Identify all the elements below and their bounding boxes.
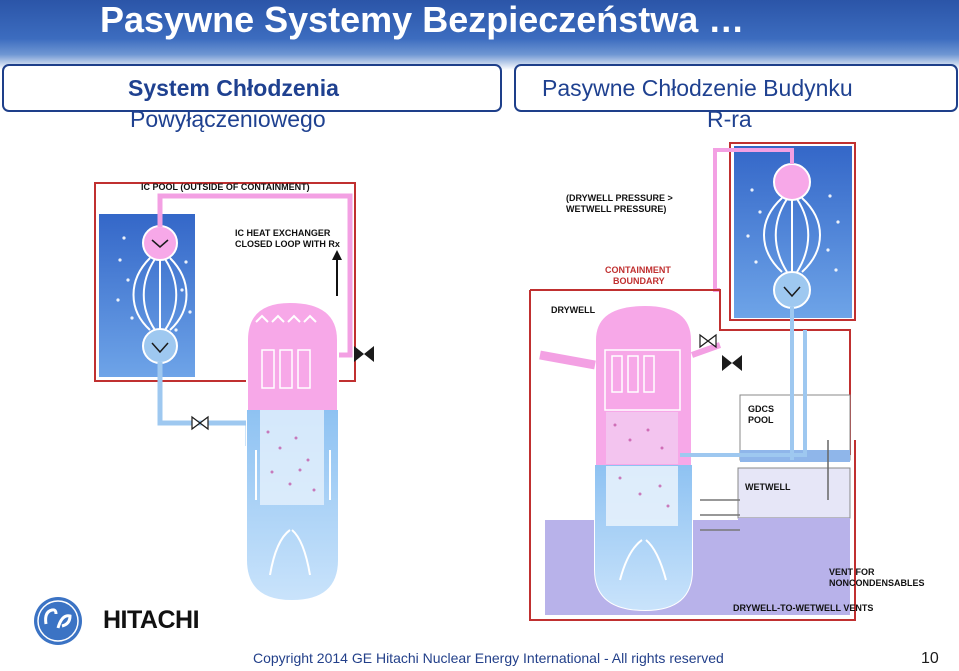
label-gdcs-1: GDCS (748, 404, 774, 414)
core-bubbles-left (266, 430, 316, 492)
drywell-wetwell-vent-pipes (700, 499, 740, 531)
label-vents: DRYWELL-TO-WETWELL VENTS (733, 603, 873, 613)
core-bubbles-right (613, 423, 670, 508)
tab-right-line2: R-ra (707, 106, 752, 132)
ge-logo-icon (34, 597, 82, 645)
label-drywell-pressure-2: WETWELL PRESSURE) (566, 204, 666, 214)
pool-bubbles-right (746, 188, 840, 272)
reactor-vessel-left (246, 300, 339, 602)
tab-left-line1: System Chłodzenia (128, 75, 339, 101)
flow-arrows-left (255, 450, 331, 576)
reactor-vessel-right (594, 303, 693, 612)
pool-bubbles-left (116, 236, 192, 332)
header-bar: Pasywne Systemy Bezpieczeństwa … (0, 0, 959, 70)
tab-shutdown-cooling[interactable] (2, 64, 502, 112)
valve-icon (354, 346, 374, 362)
ic-heat-exchanger-right (763, 163, 821, 309)
label-ic-hx-1: IC HEAT EXCHANGER (235, 228, 331, 238)
slide-title: Pasywne Systemy Bezpieczeństwa … (100, 0, 745, 40)
condensate-return-right (680, 307, 807, 460)
ic-steam-line-left (157, 193, 353, 358)
gdcs-pool (739, 394, 851, 462)
ic-heat-exchanger-left (132, 225, 188, 364)
containment-boundary (529, 289, 856, 621)
flow-arrows-right (619, 539, 667, 581)
label-wetwell: WETWELL (745, 482, 791, 492)
wetwell (545, 467, 851, 615)
label-ic-pool: IC POOL (OUTSIDE OF CONTAINMENT) (141, 182, 310, 192)
tab-passive-building-cooling[interactable] (514, 64, 958, 112)
label-containment-2: BOUNDARY (613, 276, 665, 286)
label-ic-hx-2: CLOSED LOOP WITH Rx (235, 239, 340, 249)
label-containment-1: CONTAINMENT (605, 265, 671, 275)
tab-left-line2: Powyłączeniowego (130, 106, 326, 132)
arrow-up-icon (332, 250, 342, 296)
copyright-text: Copyright 2014 GE Hitachi Nuclear Energy… (253, 650, 724, 666)
valve-icon (699, 333, 717, 349)
page-number: 10 (921, 650, 939, 667)
valve-icon (722, 355, 742, 371)
label-drywell-pressure-1: (DRYWELL PRESSURE > (566, 193, 673, 203)
tab-right-line1: Pasywne Chłodzenie Budynku (542, 75, 853, 101)
valve-icon (191, 415, 209, 431)
label-vent-1: VENT FOR (829, 567, 875, 577)
hitachi-logo: HITACHI (103, 606, 200, 634)
drywell-flow-left (539, 350, 596, 370)
label-vent-2: NONCONDENSABLES (829, 578, 925, 588)
label-gdcs-2: POOL (748, 415, 774, 425)
label-drywell: DRYWELL (551, 305, 596, 315)
